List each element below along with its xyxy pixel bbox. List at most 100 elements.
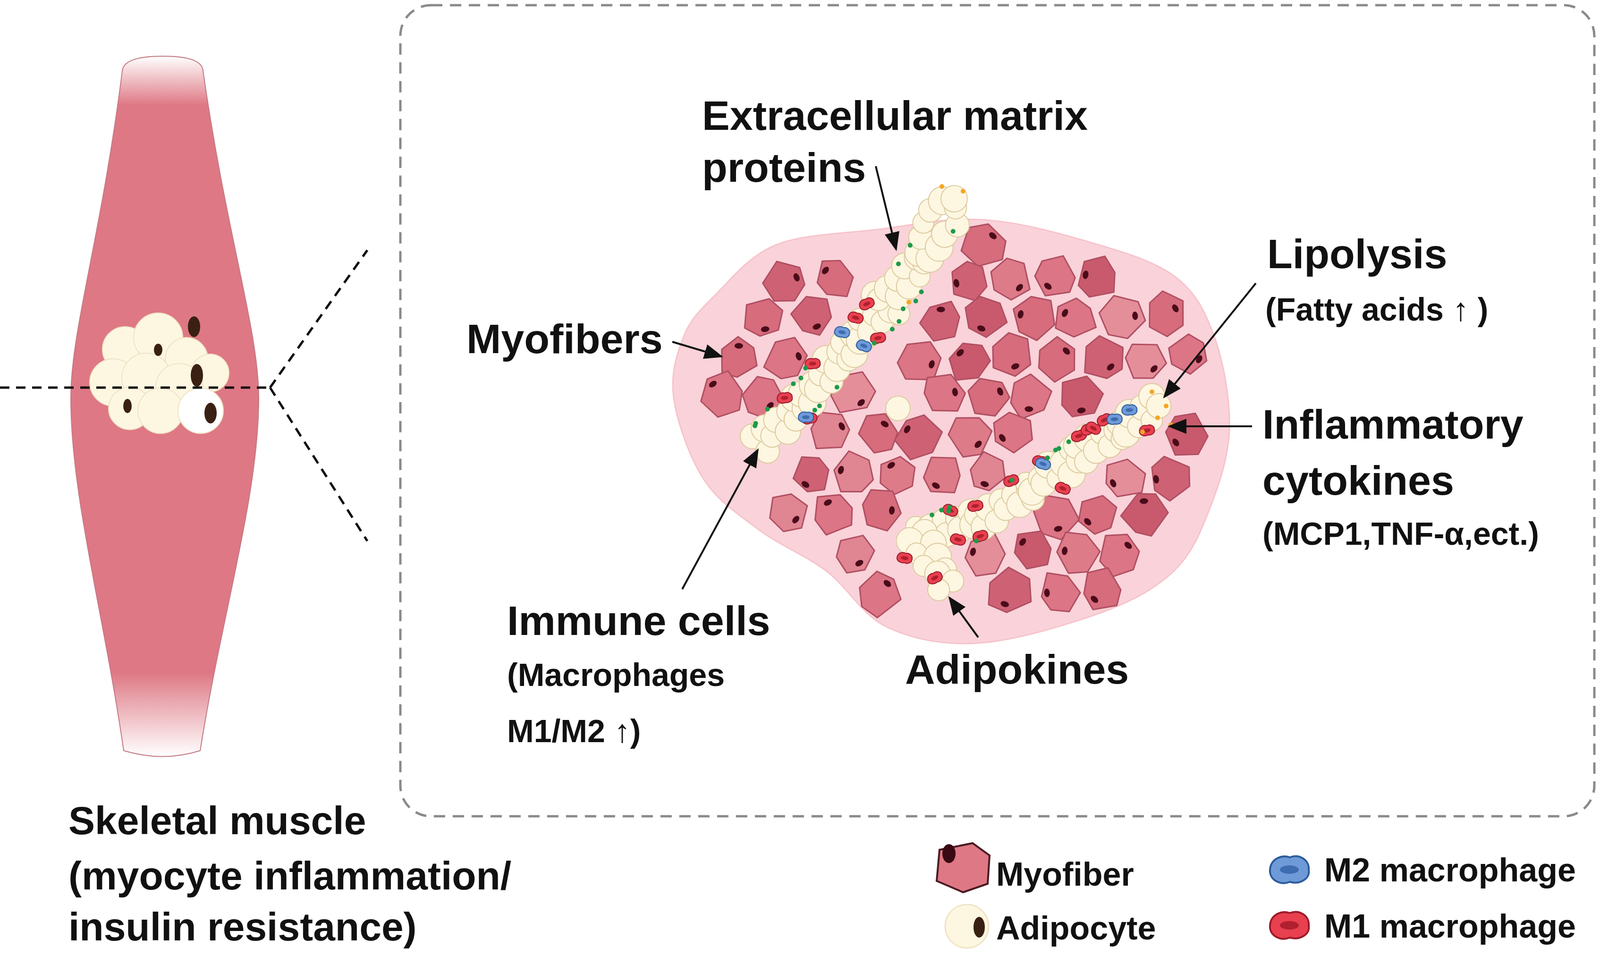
myofiber [949,343,991,381]
adipokine-dot [947,504,953,510]
zoom-lines [0,250,368,542]
macrophage-body [1084,420,1103,437]
fatty-acid-dot [1149,389,1155,395]
nucleus [973,916,985,938]
macrophage-nucleus [780,395,789,401]
m1-macrophage [857,296,876,312]
m1-macrophage [776,391,793,404]
myofiber-nucleus [969,547,977,557]
callout-note: (Macrophages M1/M2 ↑) [507,646,772,760]
fatty-acid-dot [1155,415,1160,421]
myofiber-nucleus [837,421,847,432]
macrophage-nucleus [838,329,847,335]
m1-macrophage [1138,423,1156,437]
adipokine-dot [907,243,913,248]
m1-macrophage [941,502,960,519]
callout-label: Extracellular matrix proteins [702,89,1127,194]
myofiber [1013,296,1055,341]
m1-macrophage [1053,480,1072,496]
myofiber-nucleus [760,325,770,333]
adipokine-dot [939,507,944,513]
nucleus [190,364,204,387]
myofiber-nucleus [792,272,801,283]
adipocyte [137,388,184,434]
adipokine-dot [1053,447,1059,453]
muscle-cross-section [672,219,1230,644]
m1-macrophage [971,528,990,544]
myofiber-nucleus [1089,594,1100,605]
myofiber [1057,532,1101,574]
macrophage-nucleus [1007,477,1016,484]
myofiber-nucleus [987,230,999,241]
myofiber-nucleus [822,498,834,508]
leader-lines [672,166,1256,638]
myofiber-nucleus [886,460,897,471]
macrophage-body [971,528,990,544]
adipokine-dot [919,289,924,295]
callout-label: Immune cells [507,595,771,646]
fatty-acid-dot [960,188,966,194]
myofiber-nucleus [1014,282,1025,293]
nucleus [153,343,163,356]
myofiber [880,456,915,495]
adipokine-dot [765,406,771,412]
myofiber [992,332,1031,377]
adipokine-dot [950,228,956,234]
m1-macrophage [1002,473,1021,488]
myofiber [1055,298,1097,338]
m1-macrophage [966,499,984,513]
figure-subtitle: (myocyte inflammation/ insulin resistanc… [68,850,565,953]
adipocyte [177,388,224,434]
section-line [0,386,271,390]
adipokine-dot [900,306,906,312]
adipocyte-band [740,185,1171,602]
adipokine-dot [1045,455,1050,461]
macrophage-body [833,325,851,339]
m1-macrophage-icon [1269,912,1310,940]
myofiber [836,535,875,573]
macrophage-nucleus [930,574,940,582]
myofiber [701,371,743,418]
myofiber [1120,493,1169,536]
myofiber-nucleus [1108,478,1118,489]
myofiber [744,298,783,337]
myofiber [1106,459,1146,497]
macrophage-nucleus [900,555,909,561]
macrophage-nucleus [976,533,985,540]
adipokine-dot [834,384,840,390]
myofiber [897,341,941,380]
myofiber-nucleus [1105,362,1116,373]
fatty-acid-dot [906,299,912,305]
myofiber-nucleus [997,432,1008,444]
myofiber [1165,413,1208,456]
m1-macrophage [949,532,967,547]
myofiber-nucleus [790,514,801,525]
myofiber [1010,374,1052,420]
myofiber [790,296,831,336]
immune-cell-group [752,184,1174,586]
myofiber [1014,531,1051,569]
myofiber-nucleus [1061,346,1072,356]
m1-body [1269,912,1310,940]
myofiber-nucleus [794,351,803,362]
adipokine-dot [1009,477,1015,483]
callout-label: Lipolysis [1267,228,1448,280]
myofiber-nucleus [951,387,959,398]
macrophage-body [857,296,876,312]
myofiber-nucleus [1053,524,1063,533]
adipocyte [1146,393,1171,419]
macrophage-nucleus [859,342,869,349]
macrophage-body [855,338,873,354]
myofiber [770,494,808,532]
figure-title: Skeletal muscle [68,795,366,847]
legend-label: M1 macrophage [1324,906,1576,947]
myofiber-nucleus [1149,364,1160,374]
myofiber-nucleus [1139,498,1149,505]
legend-icons [936,843,1309,949]
myofiber-nucleus [800,479,811,490]
m1-macrophage [846,310,865,325]
myofiber [965,296,1008,338]
myofiber-nucleus [1123,540,1134,551]
myofiber [834,450,874,492]
fatty-acid-dot [1163,403,1169,409]
